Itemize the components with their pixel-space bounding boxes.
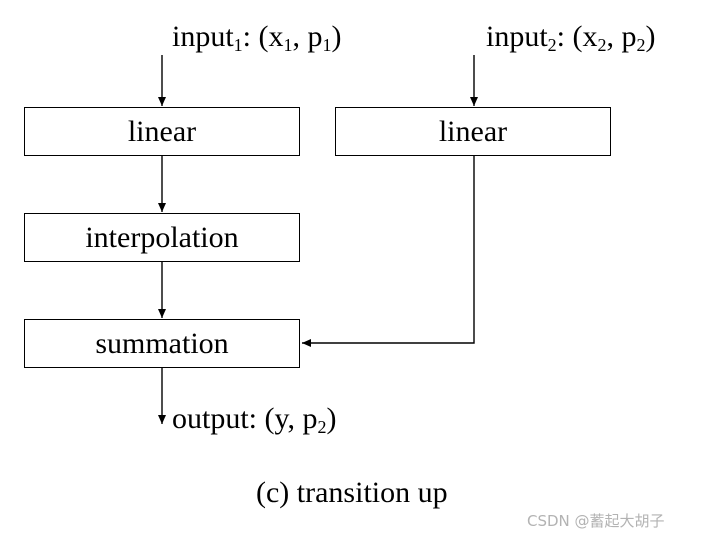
input2-close: ) xyxy=(645,20,656,53)
input1-coord-index: 1 xyxy=(283,35,293,55)
input1-label: input1: (x1, p1) xyxy=(172,20,342,55)
input2-name: input xyxy=(486,20,548,53)
output-close: ) xyxy=(326,402,337,435)
input1-close: ) xyxy=(331,20,342,53)
diagram-caption: (c) transition up xyxy=(256,476,448,509)
input2-index: 2 xyxy=(547,35,557,55)
arrow-linear-right-to-summation xyxy=(302,156,475,347)
input1-index: 1 xyxy=(233,35,243,55)
input2-p-index: 2 xyxy=(636,35,646,55)
input1-coord-open: : (x xyxy=(242,20,284,53)
linear-right-box: linear xyxy=(335,107,611,156)
input2-coord-open: : (x xyxy=(556,20,598,53)
watermark: CSDN @蓄起大胡子 xyxy=(527,512,665,530)
input2-sep: , p xyxy=(606,20,637,53)
output-p-index: 2 xyxy=(317,417,327,437)
input1-p-index: 1 xyxy=(322,35,332,55)
output-text: output: (y, p xyxy=(172,402,318,435)
interpolation-box: interpolation xyxy=(24,213,300,262)
output-label: output: (y, p2) xyxy=(172,402,337,437)
input2-label: input2: (x2, p2) xyxy=(486,20,656,55)
input1-sep: , p xyxy=(292,20,323,53)
summation-box: summation xyxy=(24,319,300,368)
input1-name: input xyxy=(172,20,234,53)
input2-coord-index: 2 xyxy=(597,35,607,55)
linear-left-box: linear xyxy=(24,107,300,156)
